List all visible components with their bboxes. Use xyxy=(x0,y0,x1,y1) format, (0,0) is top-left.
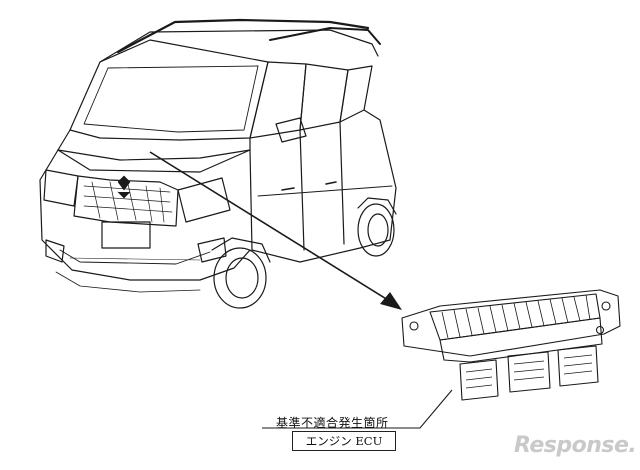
watermark-logo: Response. xyxy=(514,433,637,458)
part-name-label: エンジン ECU xyxy=(305,434,383,448)
part-name-box: エンジン ECU xyxy=(292,431,396,451)
defect-location-label: 基準不適合発生箇所 xyxy=(276,416,389,430)
